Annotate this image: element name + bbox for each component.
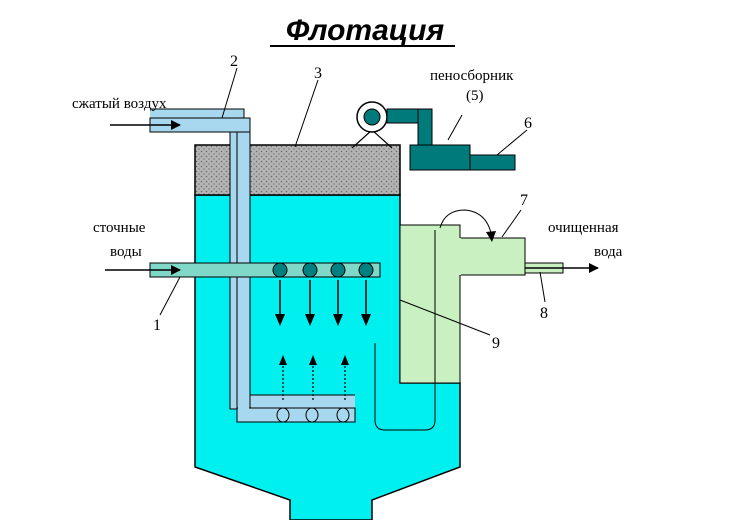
aerator-nozzle [336,407,350,423]
foam-layer [194,144,401,196]
compressed-air-label: сжатый воздух [72,96,167,112]
aerator-nozzle [276,407,290,423]
label-number-6: 6 [524,115,532,132]
clean-water-label-line1: очищенная [548,220,619,236]
label-number-7: 7 [520,192,528,209]
diagram-title: Флотация [286,14,445,47]
label-number-9: 9 [492,335,500,352]
overflow-arrow [439,209,493,239]
leader-lines [159,67,546,336]
clean-water-collector [459,237,526,276]
label-number-1: 1 [153,317,161,334]
foam-discharge-pipe [469,154,516,171]
bubble-rise-arrows [279,355,349,400]
label-number-2: 2 [230,53,238,70]
foam-collector-number: (5) [466,88,484,104]
clean-water-label-line2: вода [594,244,623,260]
label-number-3: 3 [314,65,322,82]
distributor-nozzle [358,262,374,278]
wastewater-label-line1: сточные [93,220,146,236]
foam-collector [409,144,471,171]
scraper-hub [363,108,381,126]
foam-collector-label: пеносборник [430,68,514,84]
wastewater-label-line2: воды [110,244,142,260]
distributor-nozzle [330,262,346,278]
distributor-nozzle [302,262,318,278]
label-number-8: 8 [540,305,548,322]
downward-flow-arrows [275,280,371,326]
partition-baffle [374,230,436,431]
aerator-nozzle [305,407,319,423]
distributor-nozzle [272,262,288,278]
